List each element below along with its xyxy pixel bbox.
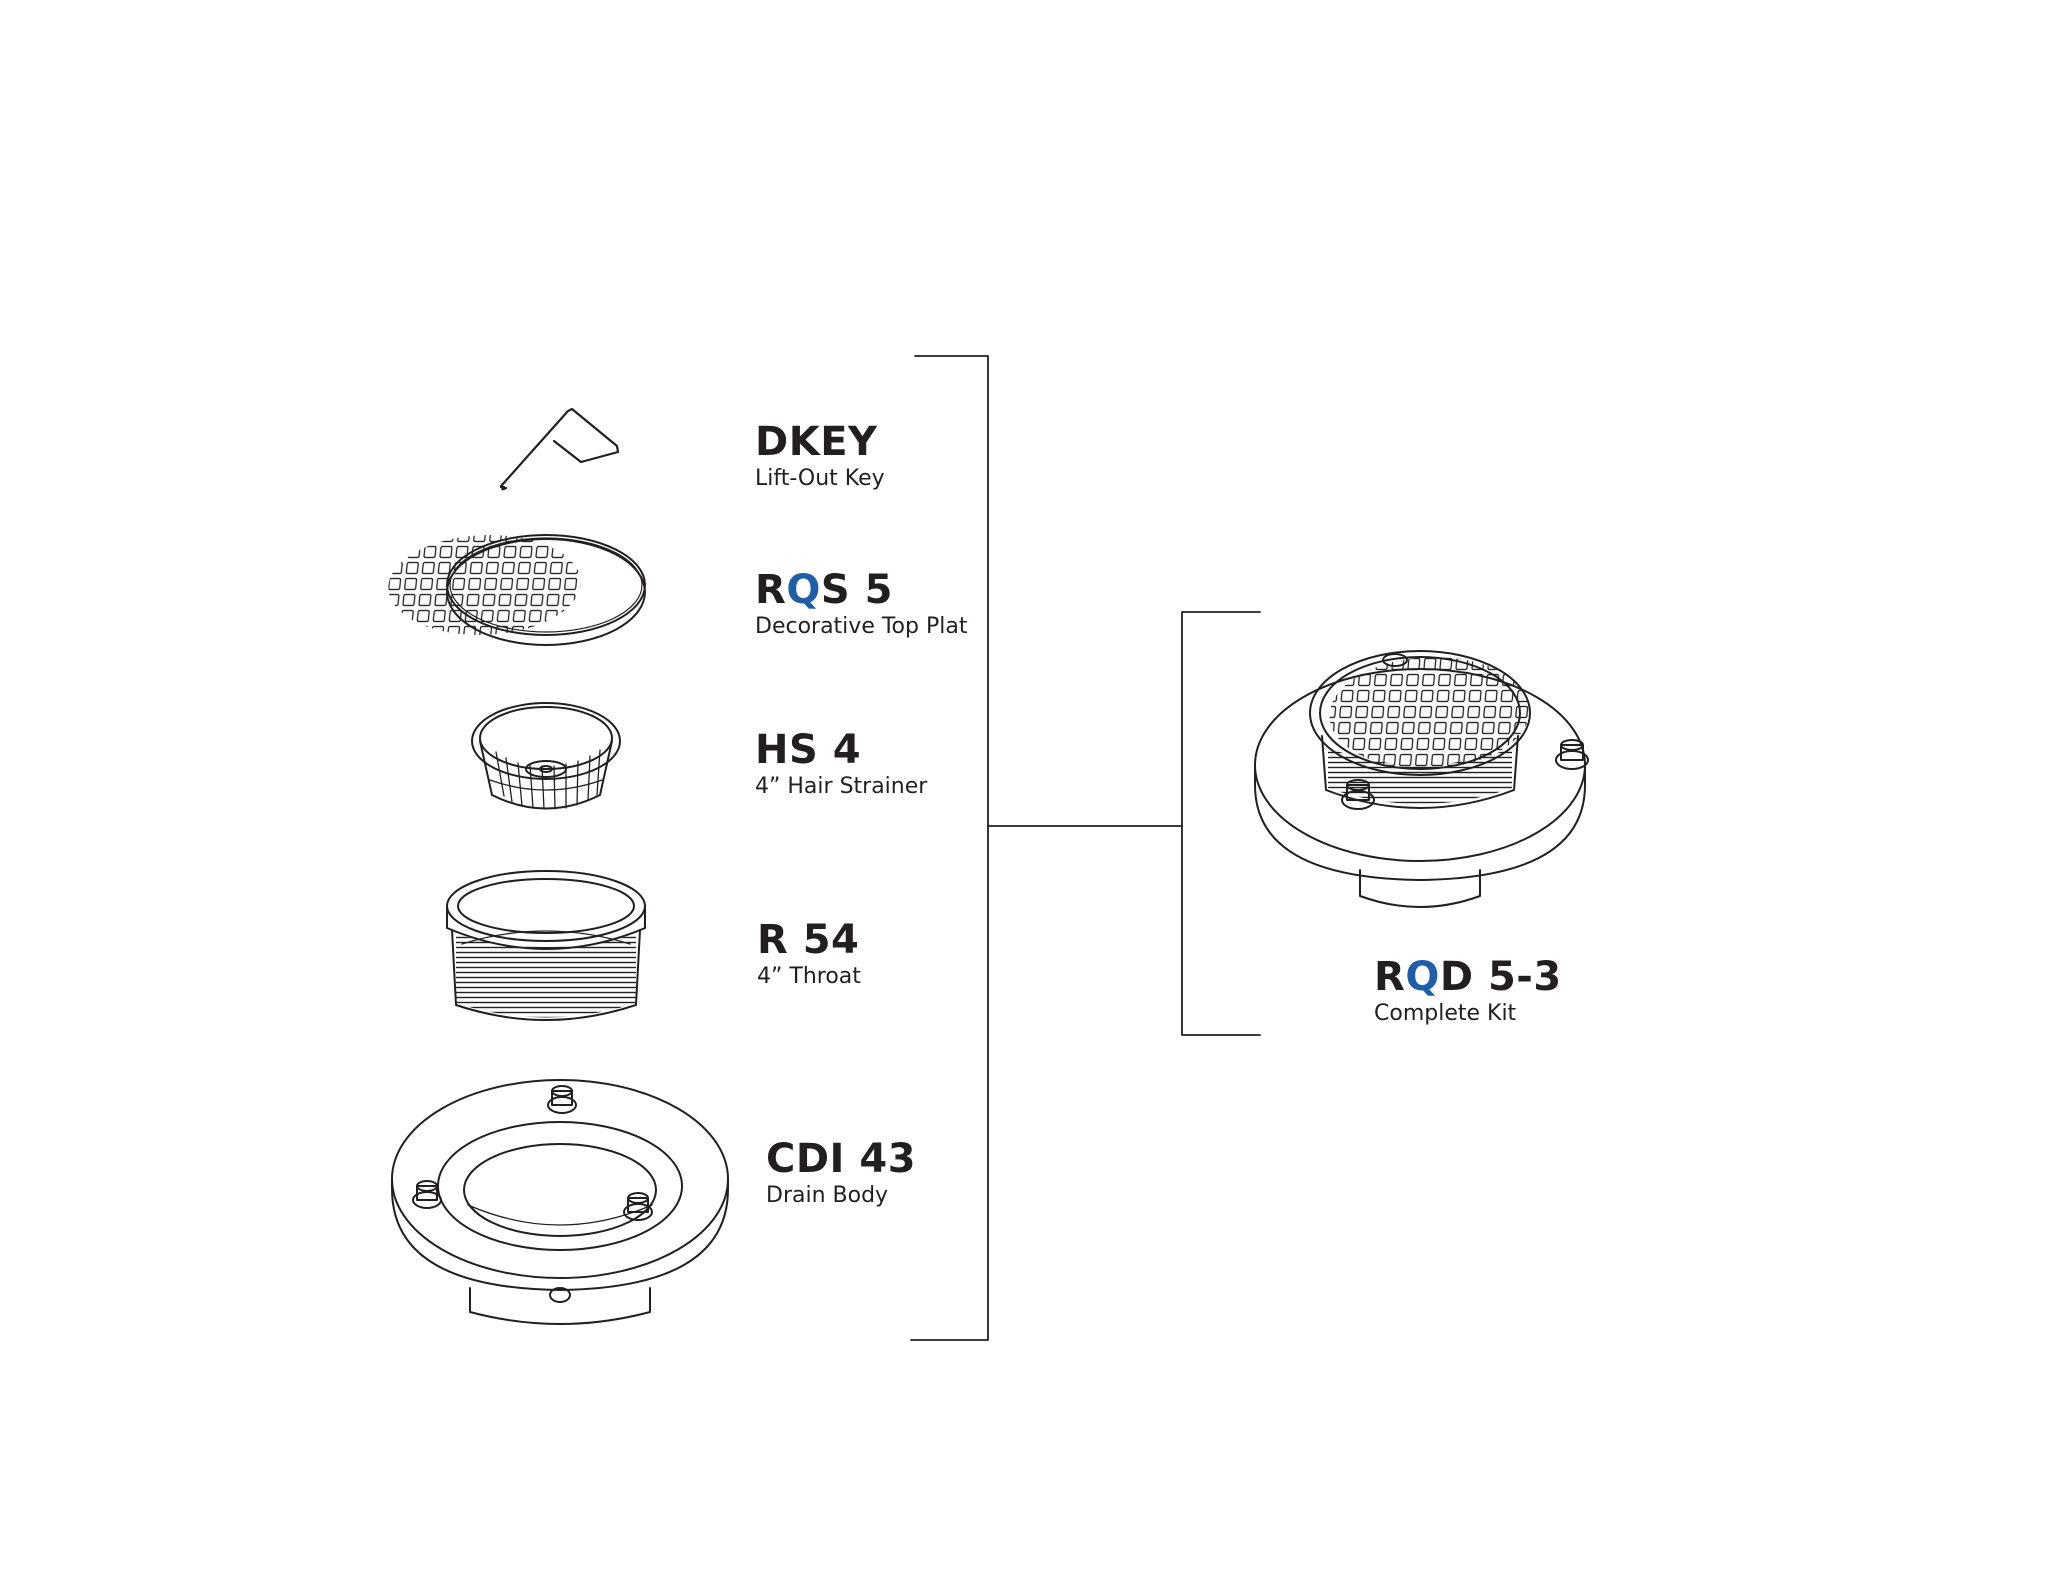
rqs5-description: Decorative Top Plat <box>755 614 968 639</box>
throat-icon <box>446 870 646 1021</box>
left-bracket <box>910 355 1183 1341</box>
lift-out-key-icon <box>499 407 620 491</box>
complete-drain-icon <box>1254 650 1589 908</box>
dkey-description: Lift-Out Key <box>755 466 885 491</box>
r54-description: 4” Throat <box>757 964 861 989</box>
r54-code: R 54 <box>757 917 860 963</box>
rqd53-description: Complete Kit <box>1374 1001 1517 1026</box>
dkey-code: DKEY <box>755 419 878 465</box>
hair-strainer-icon <box>471 702 621 810</box>
hs4-code: HS 4 <box>755 727 862 773</box>
drain-body-icon <box>391 1079 729 1325</box>
rqs5-code: RQS 5 <box>755 567 893 613</box>
rqd53-code: RQD 5-3 <box>1374 954 1562 1000</box>
cdi43-description: Drain Body <box>766 1183 889 1208</box>
cdi43-code: CDI 43 <box>766 1136 917 1182</box>
hs4-description: 4” Hair Strainer <box>755 774 928 799</box>
right-bracket <box>1181 611 1261 1036</box>
grate-plate-icon <box>383 534 646 646</box>
